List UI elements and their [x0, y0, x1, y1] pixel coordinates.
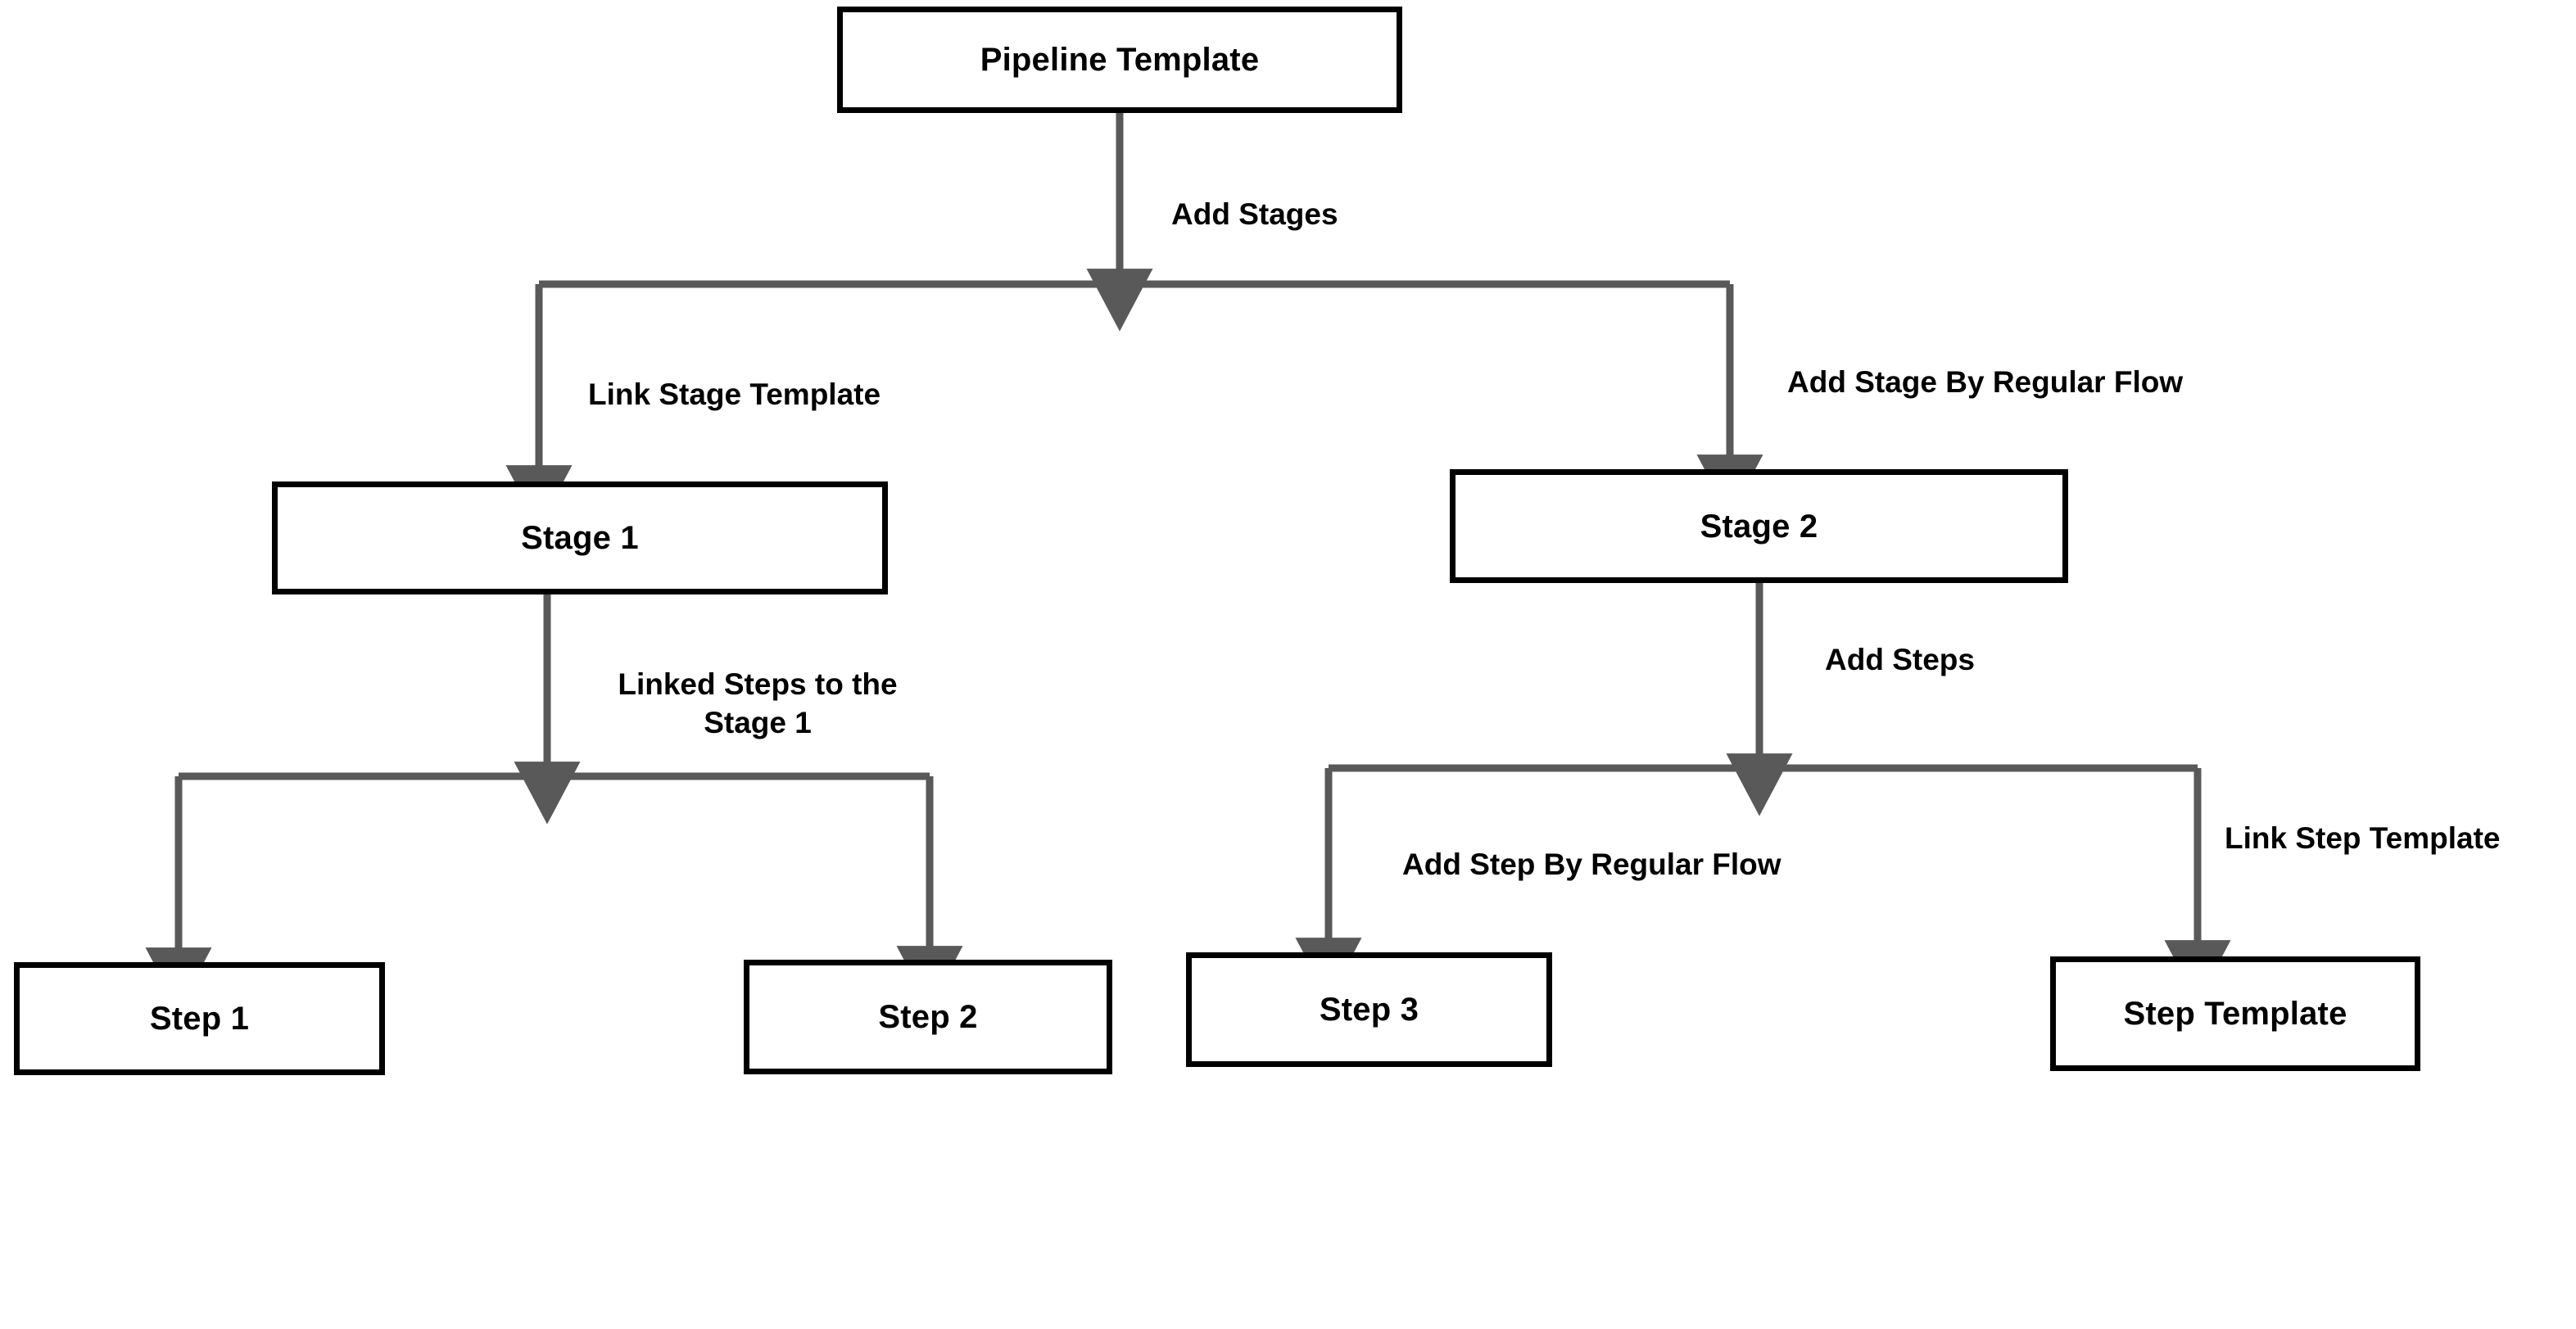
node-step-3-label: Step 3: [1319, 992, 1419, 1028]
edge-label-link-stage-template: Link Stage Template: [588, 377, 881, 411]
node-step-1-label: Step 1: [149, 1001, 250, 1037]
node-stage-1-label: Stage 1: [521, 520, 639, 556]
node-step-template-label: Step Template: [2123, 996, 2347, 1032]
edge-label-add-step-by-regular-flow: Add Step By Regular Flow: [1402, 848, 1781, 881]
node-step-template[interactable]: Step Template: [2050, 956, 2420, 1071]
node-step-2[interactable]: Step 2: [744, 960, 1112, 1074]
node-pipeline-template[interactable]: Pipeline Template: [837, 7, 1402, 113]
node-step-2-label: Step 2: [878, 999, 978, 1035]
node-stage-2[interactable]: Stage 2: [1450, 469, 2068, 583]
edge-label-link-step-template: Link Step Template: [2225, 821, 2501, 855]
node-pipeline-template-label: Pipeline Template: [980, 42, 1260, 78]
edge-label-add-steps: Add Steps: [1825, 643, 1975, 676]
edge-label-add-stage-by-regular-flow: Add Stage By Regular Flow: [1787, 365, 2184, 399]
node-step-1[interactable]: Step 1: [14, 962, 385, 1075]
node-stage-1[interactable]: Stage 1: [272, 481, 888, 594]
edge-label-linked-steps-to-stage-1: Linked Steps to the Stage 1: [618, 667, 898, 740]
node-stage-2-label: Stage 2: [1700, 508, 1818, 545]
edge-label-add-stages: Add Stages: [1171, 197, 1338, 231]
node-step-3[interactable]: Step 3: [1186, 952, 1552, 1067]
